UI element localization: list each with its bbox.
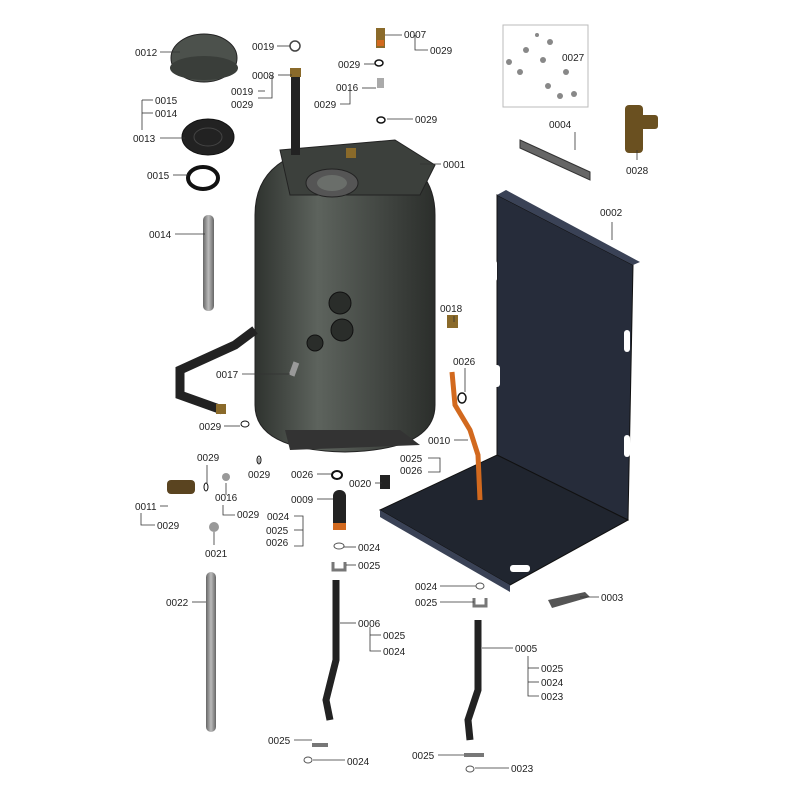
parts-top-left — [170, 28, 386, 311]
valve-0028 — [625, 105, 658, 153]
part-label: 0025 — [383, 631, 406, 642]
part-label: 0027 — [562, 53, 585, 64]
part-label: 0015 — [155, 96, 178, 107]
part-label: 0014 — [155, 109, 178, 120]
part-label: 0028 — [626, 166, 649, 177]
part-label: 0022 — [166, 598, 189, 609]
part-label: 0029 — [197, 453, 220, 464]
part-label: 0026 — [453, 357, 476, 368]
part-label: 0002 — [600, 208, 623, 219]
part-label: 0029 — [430, 46, 453, 57]
part-label: 0029 — [157, 521, 180, 532]
pipe-0010 — [449, 371, 483, 501]
part-label: 0009 — [291, 495, 314, 506]
part-label: 0029 — [199, 422, 222, 433]
part-label: 0020 — [349, 479, 372, 490]
part-label: 0018 — [440, 304, 463, 315]
part-label: 0024 — [267, 512, 290, 523]
part-label: 0008 — [252, 71, 275, 82]
part-label: 0026 — [291, 470, 314, 481]
part-label: 0024 — [347, 757, 370, 768]
part-label: 0016 — [215, 493, 238, 504]
fitting-0018 — [447, 315, 458, 328]
part-label: 0025 — [541, 664, 564, 675]
part-labels: 0012 0019 0007 0029 0029 0008 0016 0019 … — [133, 30, 649, 775]
part-label: 0025 — [400, 454, 423, 465]
part-label: 0004 — [549, 120, 572, 131]
parts-lower — [167, 420, 488, 773]
part-label: 0017 — [216, 370, 239, 381]
part-label: 0023 — [541, 692, 564, 703]
leader-lines — [140, 34, 638, 769]
bracket-0003 — [548, 592, 590, 608]
part-label: 0015 — [147, 171, 170, 182]
part-label: 0006 — [358, 619, 381, 630]
part-label: 0026 — [266, 538, 289, 549]
part-label: 0005 — [515, 644, 538, 655]
part-label: 0003 — [601, 593, 624, 604]
tank-0001 — [175, 68, 436, 453]
part-label: 0029 — [248, 470, 271, 481]
part-label: 0007 — [404, 30, 427, 41]
part-label: 0024 — [358, 543, 381, 554]
part-label: 0029 — [237, 510, 260, 521]
part-label: 0024 — [541, 678, 564, 689]
part-label: 0011 — [135, 502, 157, 513]
bracket-0004 — [519, 139, 591, 181]
part-label: 0025 — [266, 526, 289, 537]
part-label: 0024 — [383, 647, 406, 658]
part-label: 0029 — [314, 100, 337, 111]
part-label: 0019 — [231, 87, 254, 98]
part-label: 0013 — [133, 134, 156, 145]
part-label: 0029 — [231, 100, 254, 111]
part-label: 0029 — [415, 115, 438, 126]
part-label: 0026 — [400, 466, 423, 477]
part-label: 0029 — [338, 60, 361, 71]
screws-box-0027 — [502, 24, 589, 108]
part-label: 0001 — [443, 160, 466, 171]
part-label: 0019 — [252, 42, 275, 53]
part-label: 0025 — [415, 598, 438, 609]
part-label: 0016 — [336, 83, 359, 94]
part-label: 0024 — [415, 582, 438, 593]
part-label: 0025 — [268, 736, 291, 747]
part-label: 0025 — [412, 751, 435, 762]
part-label: 0014 — [149, 230, 172, 241]
frame-0002 — [378, 190, 640, 592]
part-label: 0023 — [511, 764, 534, 775]
part-label: 0012 — [135, 48, 158, 59]
part-label: 0025 — [358, 561, 381, 572]
part-label: 0010 — [428, 436, 451, 447]
part-label: 0021 — [205, 549, 228, 560]
